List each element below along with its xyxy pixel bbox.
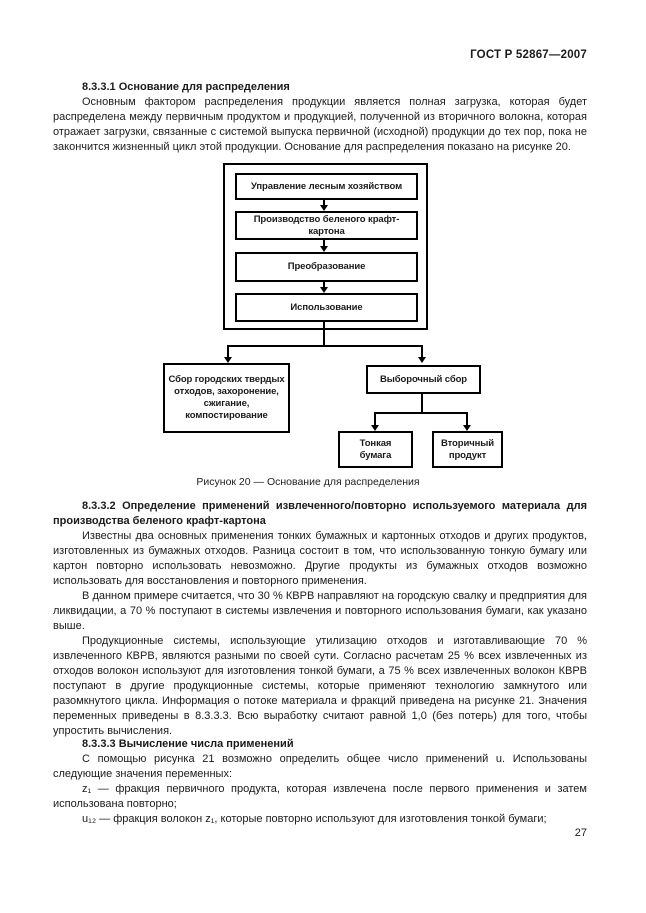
variable-definition-z1: z₁ — фракция первичного продукта, котора… [53,783,587,810]
section-8332-paragraph-3: Продукционные системы, использующие утил… [53,635,587,737]
connector-line [323,322,325,346]
arrow-down-icon [320,287,328,293]
connector-line [323,240,325,247]
connector-line [374,412,376,426]
flow-box-use: Использование [235,293,418,322]
connector-line [374,412,468,414]
connector-line [466,412,468,426]
connector-line [323,200,325,206]
arrow-down-icon [224,357,232,363]
section-8332-paragraph-2: В данном примере считается, что 30 % КВР… [53,590,587,632]
flow-box-secondary-product: Вторичный продукт [432,431,503,468]
section-8331-paragraph: Основным фактором распределения продукци… [53,96,587,153]
flow-box-thin-paper: Тонкая бумага [338,431,413,468]
arrow-down-icon [418,357,426,363]
arrow-down-icon [463,425,471,431]
section-8332-title: 8.3.3.2 Определение применений извлеченн… [53,500,587,527]
section-8332: 8.3.3.2 Определение применений извлеченн… [53,499,587,739]
flow-box-forest-management: Управление лесным хозяйством [235,173,418,200]
flow-box-conversion: Преобразование [235,252,418,282]
connector-line [323,282,325,288]
flow-box-municipal-waste-disposal: Сбор городских твердых отходов, захороне… [163,363,290,433]
flow-box-kraft-board-production: Производство беленого крафт-картона [235,211,418,240]
section-8333-title: 8.3.3.3 Вычисление числа применений [82,738,294,750]
arrow-down-icon [320,246,328,252]
section-8333: 8.3.3.3 Вычисление числа применений С по… [53,737,587,827]
variable-definition-u12: u₁₂ — фракция волокон z₁, которые повтор… [82,813,547,825]
connector-line [227,345,229,358]
arrow-down-icon [320,205,328,211]
section-8333-paragraph-1: С помощью рисунка 21 возможно определить… [53,753,587,780]
section-8331-title: 8.3.3.1 Основание для распределения [82,81,290,93]
figure-20-caption: Рисунок 20 — Основание для распределения [196,476,420,488]
connector-line [421,394,423,414]
doc-code-header: ГОСТ Р 52867—2007 [470,49,587,61]
section-8332-paragraph-1: Известны два основных применения тонких … [53,530,587,587]
flow-box-selective-collection: Выборочный сбор [366,365,481,394]
connector-line [227,345,423,347]
section-8331: 8.3.3.1 Основание для распределения Осно… [53,80,587,155]
page-number: 27 [574,827,587,839]
arrow-down-icon [371,425,379,431]
connector-line [421,345,423,358]
